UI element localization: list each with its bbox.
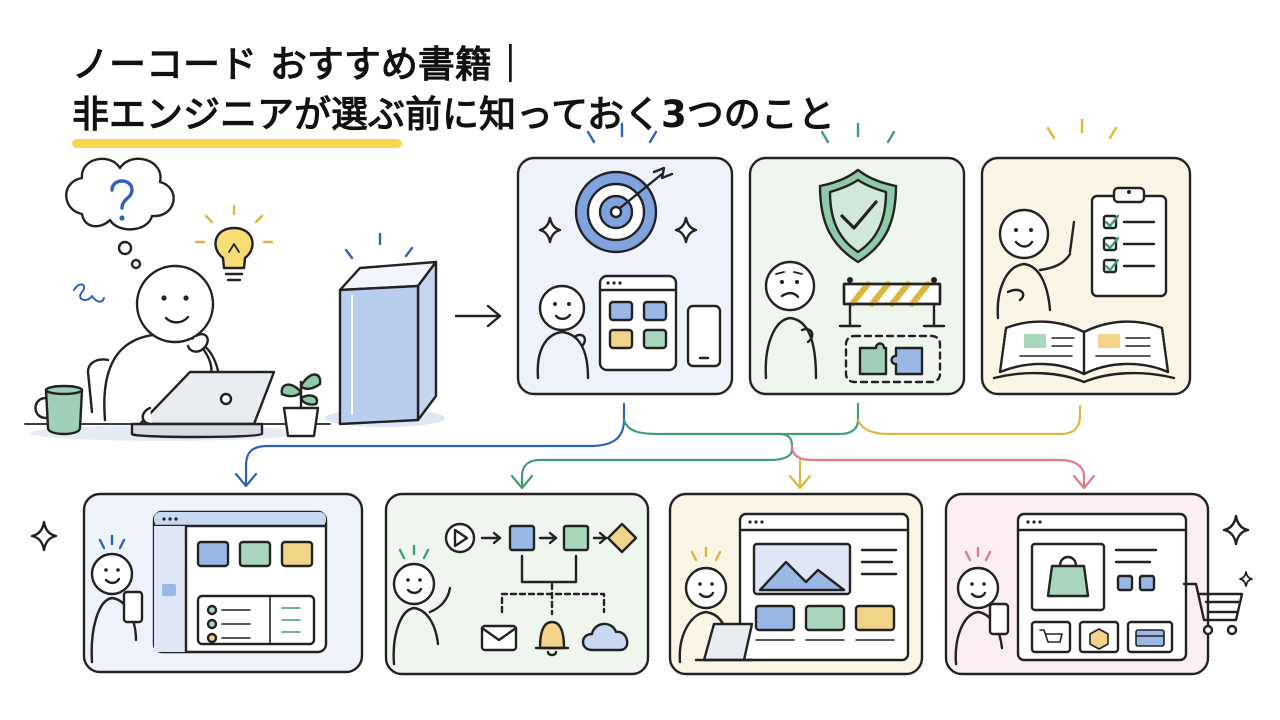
laptop-icon	[130, 370, 276, 439]
clipboard-checklist-icon	[1090, 186, 1168, 298]
connector-lines	[234, 402, 1096, 490]
lightbulb-icon	[194, 204, 274, 282]
sparkle-icon	[538, 216, 562, 244]
sparkle-icon	[1222, 514, 1250, 546]
thinking-person-scene	[24, 157, 331, 441]
panel-workflow	[384, 492, 650, 676]
laptop-icon	[694, 622, 754, 662]
mail-icon	[480, 624, 518, 652]
plant-icon	[280, 373, 322, 438]
page-title: ノーコード おすすめ書籍｜ 非エンジニアが選ぶ前に知っておく3つのこと	[72, 40, 892, 140]
title-line-2: 非エンジニアが選ぶ前に知っておく3つのこと	[72, 93, 835, 136]
shopping-bag-icon	[1046, 555, 1090, 598]
panel-dashboard	[30, 492, 364, 674]
title-underline	[72, 139, 402, 148]
arrow-right-icon	[454, 304, 502, 328]
panel-website	[668, 492, 924, 676]
puzzle-icon	[844, 334, 942, 384]
mug-icon	[34, 384, 84, 436]
open-book-icon	[992, 320, 1176, 384]
title-line-1: ノーコード おすすめ書籍｜	[72, 43, 529, 86]
panel-goal	[516, 122, 734, 396]
panel-learn	[980, 118, 1192, 396]
target-icon	[574, 166, 674, 254]
cloud-icon	[581, 622, 629, 652]
question-bubble-icon	[65, 157, 175, 270]
book-icon	[325, 232, 445, 427]
sparkle-icon	[1239, 571, 1253, 587]
cart-icon	[1182, 582, 1244, 636]
shield-check-icon	[818, 168, 898, 264]
play-icon	[444, 522, 476, 554]
bell-icon	[534, 620, 570, 657]
sparkle-icon	[30, 520, 58, 552]
panel-ecommerce	[944, 492, 1253, 676]
sparkle-icon	[674, 216, 698, 244]
image-icon	[752, 542, 852, 596]
panel-risk	[748, 122, 966, 396]
barrier-icon	[838, 277, 946, 328]
